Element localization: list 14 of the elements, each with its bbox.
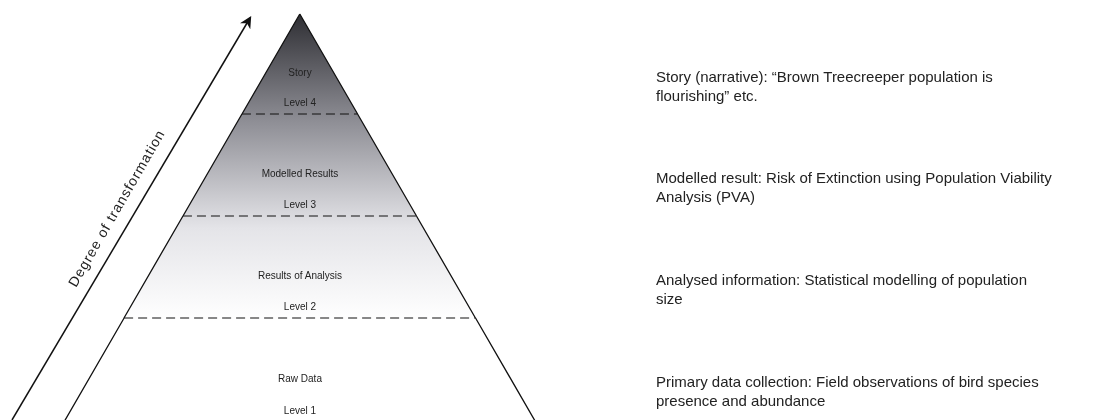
level-title: Story: [288, 66, 312, 78]
level-title: Results of Analysis: [258, 269, 342, 281]
description-text: Analysed information: Statistical modelling of population size: [656, 270, 1029, 308]
level-title: Modelled Results: [261, 167, 339, 179]
description-text: Modelled result: Risk of Extinction using Population Viability Analysis (PVA): [656, 168, 1053, 206]
level-number: Level 3: [283, 198, 317, 210]
level-number: Level 1: [283, 404, 317, 415]
description-text: Primary data collection: Field observations of bird species presence and abundance: [656, 372, 1040, 410]
pyramid-level: [64, 318, 536, 420]
description-text: Story (narrative): “Brown Treecreeper population is flourishing” etc.: [656, 67, 994, 105]
level-number: Level 4: [283, 96, 317, 108]
pyramid-level: [242, 14, 358, 114]
level-title: Raw Data: [278, 372, 322, 384]
level-number: Level 2: [283, 300, 317, 312]
